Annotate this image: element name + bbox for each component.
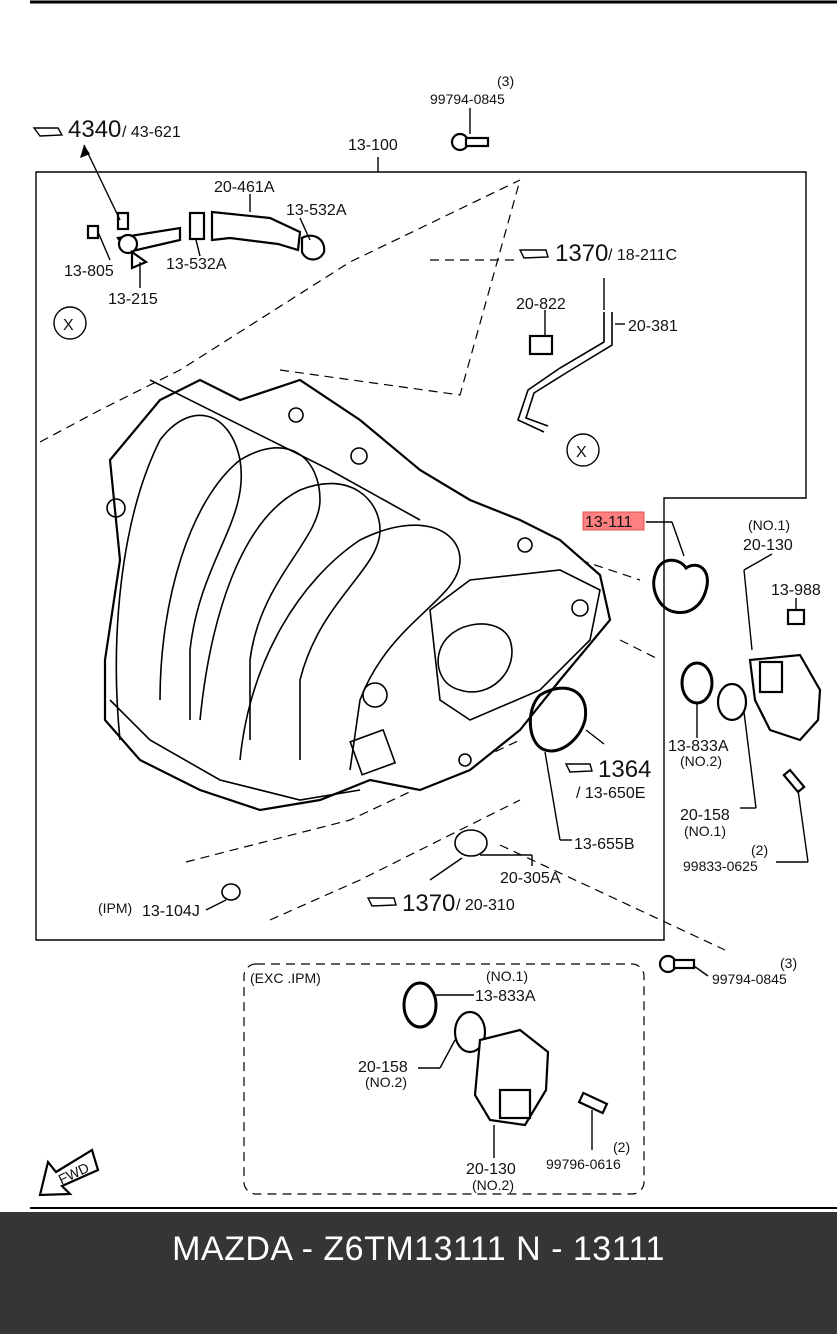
cap-13-104j: 13-104J (142, 903, 200, 920)
qty-3-bottom: (3) (780, 955, 797, 971)
svg-text:FWD: FWD (56, 1159, 92, 1187)
gasket-13-111-highlight (582, 511, 645, 531)
x-marker-left-label: X (63, 317, 74, 334)
gasket-20-158: 20-158 (680, 807, 730, 824)
bolt-99833-0625: 99833-0625 (683, 858, 758, 874)
pcv-pipe (517, 312, 613, 433)
intake-13-100: 13-100 (348, 137, 398, 154)
bolt-99794-0845-top: 99794-0845 (430, 91, 505, 107)
gasket-13-111: 13-111 (585, 514, 633, 531)
gasket-13-111-shape (652, 558, 709, 615)
bolt-bottom (658, 954, 696, 974)
exc-ipm-valve-drawing (402, 981, 609, 1127)
fwd-arrow-icon: FWD (38, 1148, 100, 1197)
clamp-13-532a-right: 13-532A (286, 202, 347, 219)
hose-20-461a: 20-461A (214, 179, 275, 196)
ref-1370-top: 1370 (555, 240, 608, 267)
intake-manifold-drawing (103, 378, 612, 812)
gasket-13-655b-shape (528, 686, 588, 753)
oring-20-305a-shape (454, 829, 488, 857)
caption-bar: MAZDA - Z6TM13111 N - 13111 (0, 1212, 837, 1334)
exc-ipm-box (243, 963, 645, 1195)
pcv-hose-assembly (86, 210, 326, 270)
no1-c: (NO.1) (486, 968, 528, 984)
exc-ipm-label: (EXC .IPM) (250, 970, 321, 986)
no1-a: (NO.1) (748, 517, 790, 533)
bolt-99794-0845-bottom: 99794-0845 (712, 971, 787, 987)
oring-13-833a-b: 13-833A (475, 988, 536, 1005)
oring-13-833a-shape (680, 661, 714, 705)
pipe-20-381: 20-381 (628, 318, 678, 335)
no2-a: (NO.2) (680, 753, 722, 769)
gasket-13-655b: 13-655B (574, 836, 635, 853)
ref-18-211c: / 18-211C (608, 247, 677, 264)
x-marker-left (53, 306, 87, 340)
pointer-hand-icon (32, 127, 593, 907)
x-marker-right (566, 433, 600, 467)
leader-lines (80, 108, 809, 1158)
valve-20-130-b: 20-130 (466, 1161, 516, 1178)
part-caption: MAZDA - Z6TM13111 N - 13111 (172, 1230, 665, 1268)
oring-20-305a: 20-305A (500, 870, 561, 887)
bolt-13-805: 13-805 (64, 263, 114, 280)
cap-13-988: 13-988 (771, 582, 821, 599)
qty-3-top: (3) (497, 73, 514, 89)
clip-20-822: 20-822 (516, 296, 566, 313)
parts-diagram: FWD X X (30, 0, 837, 1209)
ref-43-621: / 43-621 (122, 124, 181, 141)
no2-c: (NO.2) (472, 1177, 514, 1193)
bolt-99796-0616: 99796-0616 (546, 1156, 621, 1172)
qty-2-a: (2) (751, 842, 768, 858)
fitting-13-215: 13-215 (108, 291, 158, 308)
ref-1370-bottom: 1370 (402, 890, 455, 917)
no2-b: (NO.2) (365, 1074, 407, 1090)
valve-20-130: 20-130 (743, 537, 793, 554)
ref-13-650e: / 13-650E (576, 785, 645, 802)
bolt-99833 (782, 768, 806, 794)
qty-2-b: (2) (613, 1139, 630, 1155)
valve-20-130-drawing (716, 608, 822, 742)
oring-13-833a: 13-833A (668, 738, 729, 755)
gasket-20-158-b: 20-158 (358, 1059, 408, 1076)
bolt-top (450, 132, 490, 152)
ipm-label: (IPM) (98, 900, 132, 916)
no1-b: (NO.1) (684, 823, 726, 839)
ref-4340: 4340 (68, 116, 121, 143)
frame-13-100 (35, 171, 807, 941)
x-marker-right-label: X (576, 444, 587, 461)
ref-1364: 1364 (598, 756, 651, 783)
clamp-13-532a-left: 13-532A (166, 256, 227, 273)
ref-20-310: / 20-310 (456, 897, 515, 914)
